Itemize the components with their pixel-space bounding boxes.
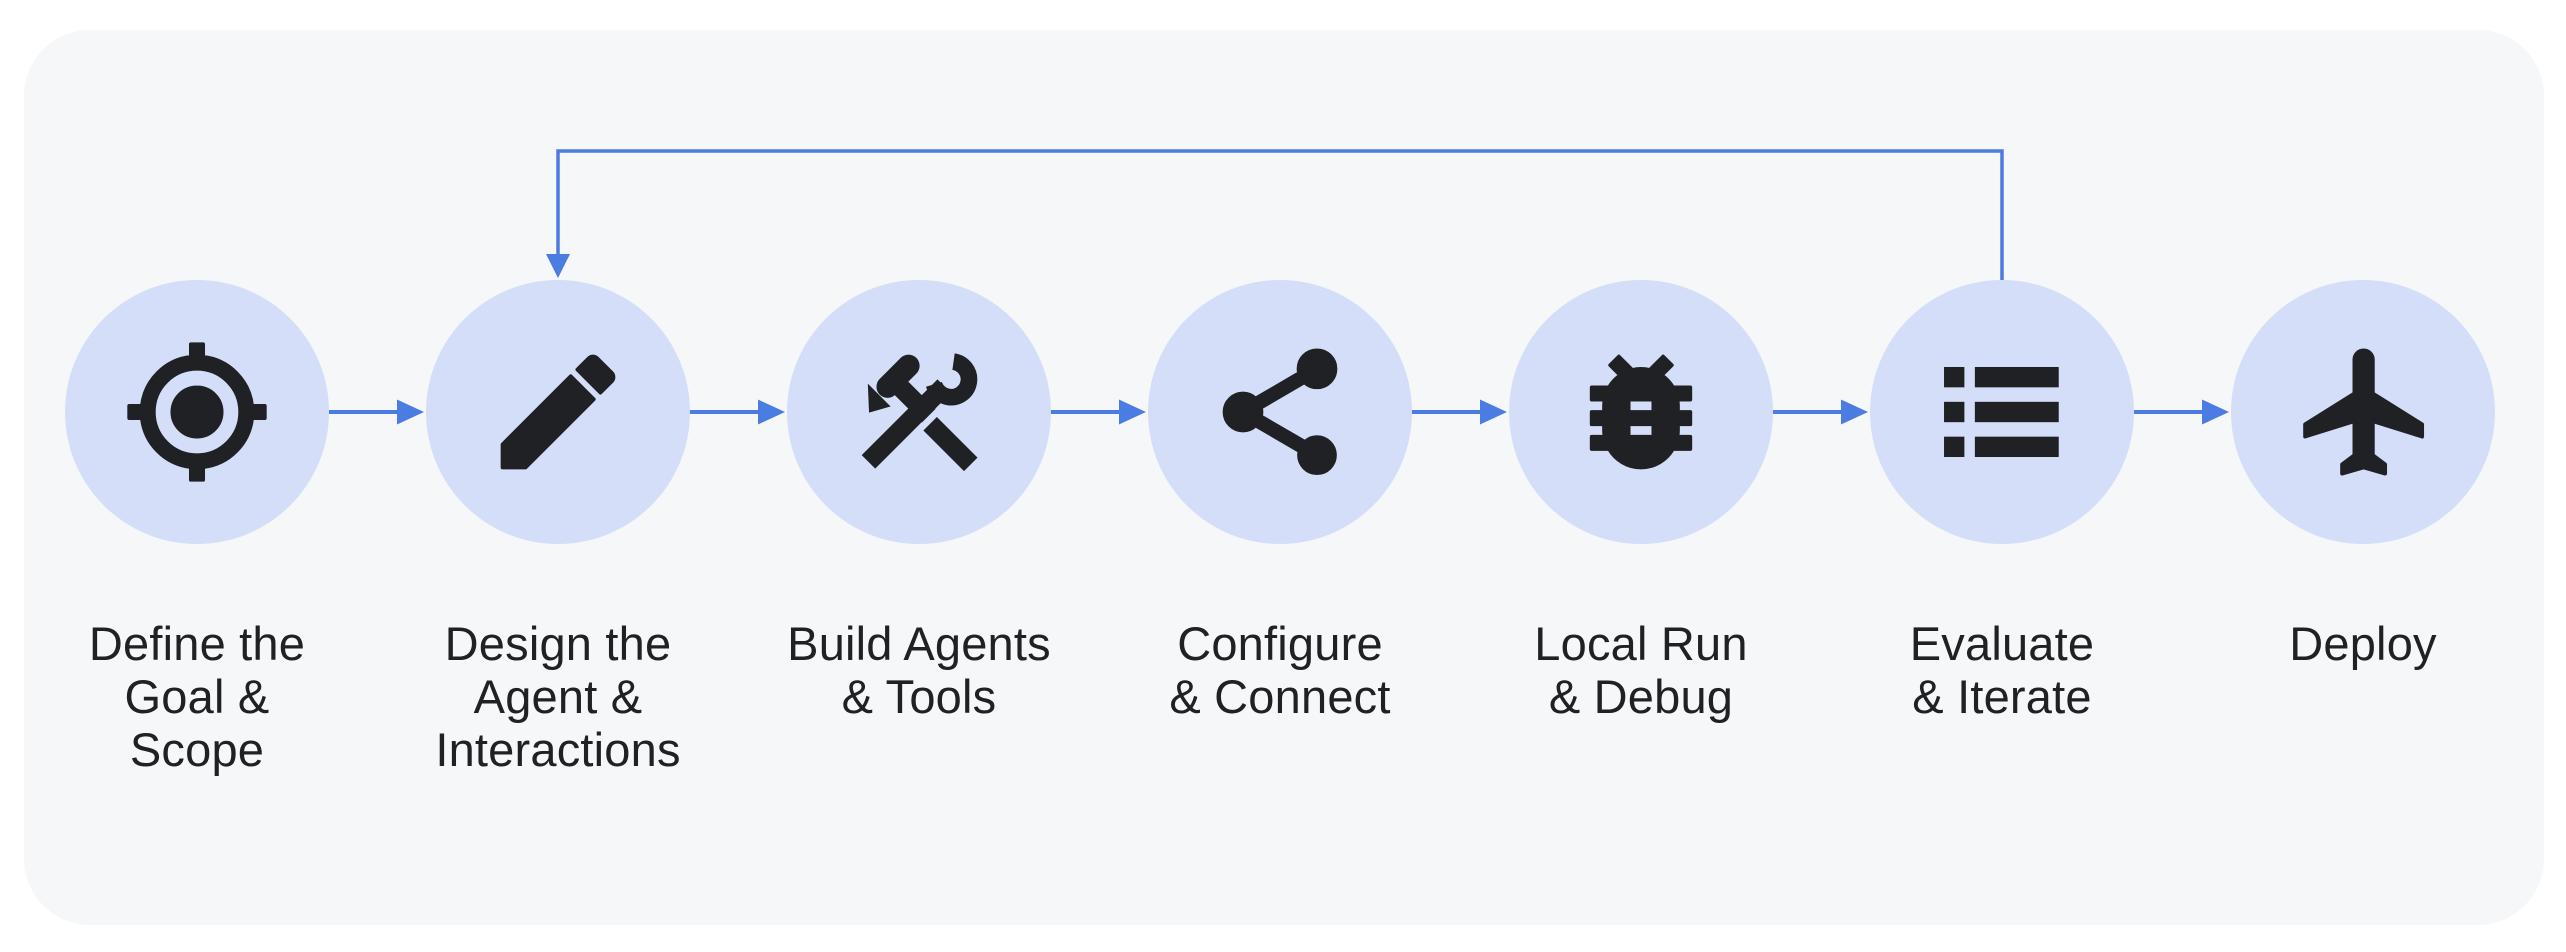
step-label: Deploy — [2289, 617, 2437, 670]
bug-icon — [1589, 354, 1693, 470]
step-label: Local Run & Debug — [1534, 617, 1748, 723]
pencil-icon — [500, 354, 616, 470]
step-bubble — [1870, 280, 2134, 544]
step-configure-connect: Configure & Connect — [1100, 280, 1460, 723]
step-evaluate-iterate: Evaluate & Iterate — [1822, 280, 2182, 723]
step-design-agent-interactions: Design the Agent & Interactions — [378, 280, 738, 776]
step-bubble — [2231, 280, 2495, 544]
target-icon — [127, 342, 267, 482]
step-label: Configure & Connect — [1169, 617, 1391, 723]
step-bubble — [65, 280, 329, 544]
step-build-agents-tools: Build Agents & Tools — [739, 280, 1099, 723]
step-bubble — [1509, 280, 1773, 544]
step-label: Build Agents & Tools — [787, 617, 1051, 723]
step-label: Design the Agent & Interactions — [435, 617, 681, 776]
tools-icon — [861, 353, 978, 472]
step-define-goal-scope: Define the Goal & Scope — [17, 280, 377, 776]
list-icon — [1944, 366, 2059, 458]
step-label: Define the Goal & Scope — [88, 617, 306, 776]
share-icon — [1222, 348, 1338, 476]
step-bubble — [426, 280, 690, 544]
plane-icon — [2303, 348, 2425, 476]
step-label: Evaluate & Iterate — [1909, 617, 2095, 723]
step-deploy: Deploy — [2183, 280, 2543, 670]
step-bubble — [1148, 280, 1412, 544]
step-local-run-debug: Local Run & Debug — [1461, 280, 1821, 723]
step-bubble — [787, 280, 1051, 544]
